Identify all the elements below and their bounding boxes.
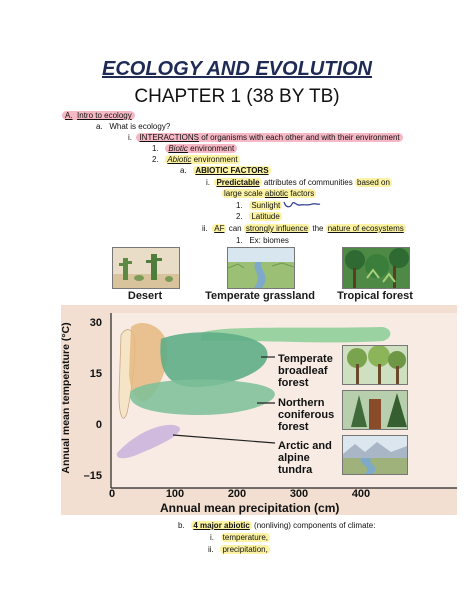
temperate-grassland-illustration — [227, 247, 295, 289]
outline-s2: 2. Latitude — [236, 212, 282, 222]
outline-i-hl2: environment — [355, 133, 400, 142]
outline-pi-line2: large scale abiotic factors — [222, 189, 317, 199]
outline-s2-num: 2. — [236, 212, 243, 221]
outline-b-num: b. — [178, 521, 185, 530]
ytick-0: 0 — [95, 419, 102, 431]
xtick-400: 400 — [351, 488, 371, 500]
label-northern-coniferous-line3: forest — [278, 421, 309, 433]
biome-tundra-region — [116, 424, 180, 459]
outline-pii-num: ii. — [202, 224, 208, 233]
outline-pi-hl: based on — [355, 178, 392, 187]
outline-f2-num: ii. — [208, 545, 214, 554]
outline-pii-hl1: strongly influence — [243, 224, 311, 233]
outline-pii-kw: AF — [212, 224, 227, 233]
outline-a: A. Intro to ecology — [62, 111, 135, 121]
outline-pii-rest1: can — [228, 224, 242, 233]
outline-na-text: ABIOTIC FACTORS — [193, 166, 271, 175]
outline-pii: ii. AF can strongly influence the nature… — [202, 224, 406, 234]
outline-n1: 1. Biotic environment — [152, 144, 238, 154]
outline-n2-kw: Abiotic — [167, 155, 192, 164]
outline-i-num: i. — [128, 133, 132, 142]
xtick-200: 200 — [227, 488, 247, 500]
label-temperate-broadleaf-line2: broadleaf — [278, 365, 328, 377]
outline-pii-rest2: the — [312, 224, 324, 233]
outline-pii1-text: Ex: biomes — [249, 236, 289, 245]
outline-pii-hl2: nature of ecosystems — [325, 224, 406, 233]
outline-i-kw: INTERACTIONS — [139, 133, 200, 142]
y-axis-label: Annual mean temperature (°C) — [60, 322, 72, 474]
label-northern-coniferous-line2: coniferous — [278, 409, 335, 421]
outline-f1: i. temperature, — [210, 533, 271, 543]
outline-pi-line2a: large scale — [224, 189, 263, 198]
outline-a-text: Intro to ecology — [77, 111, 132, 120]
biome-grassland-region — [129, 323, 168, 402]
outline-i-hl1: each other — [265, 133, 304, 142]
coniferous-forest-illustration — [342, 390, 408, 430]
outline-a-label: A. — [65, 111, 73, 120]
outline-i: i. INTERACTIONS of organisms with each o… — [128, 133, 403, 143]
outline-na: a. ABIOTIC FACTORS — [180, 166, 271, 176]
outline-a1-num: a. — [96, 122, 103, 131]
handwritten-scribble-icon — [283, 201, 321, 208]
outline-pi-rest: attributes of communities — [263, 178, 353, 187]
xtick-0: 0 — [108, 488, 116, 500]
label-temperate-broadleaf-line1: Temperate — [278, 353, 333, 365]
panel-caption-tropical: Tropical forest — [337, 290, 413, 302]
outline-b-kw: 4 major abiotic — [191, 521, 252, 530]
outline-pi-line2b: abiotic — [264, 189, 289, 198]
outline-f2: ii. precipitation, — [208, 545, 270, 555]
label-temperate-broadleaf: Temperate broadleaf forest — [278, 353, 333, 389]
xtick-300: 300 — [289, 488, 309, 500]
tropical-forest-illustration — [342, 247, 410, 289]
outline-pii1-num: 1. — [236, 236, 243, 245]
outline-pi: i. Predictable attributes of communities… — [206, 178, 392, 188]
outline-n2-rest: environment — [193, 155, 238, 164]
biome-broadleaf-region — [160, 332, 268, 388]
outline-f1-text: temperature, — [220, 533, 271, 542]
ytick-15: 15 — [89, 368, 102, 380]
x-axis-label: Annual mean precipitation (cm) — [160, 501, 340, 515]
broadleaf-forest-illustration — [342, 345, 408, 385]
outline-i-rest1: of organisms with — [201, 133, 264, 142]
biome-coniferous-region — [129, 379, 275, 415]
panel-caption-grassland: Temperate grassland — [205, 290, 315, 302]
label-arctic-alpine-line1: Arctic and — [278, 440, 332, 452]
chapter-heading: CHAPTER 1 (38 BY TB) — [134, 86, 340, 107]
outline-n1-rest: environment — [190, 144, 235, 153]
tundra-illustration — [342, 435, 408, 475]
outline-f2-text: precipitation, — [220, 545, 270, 554]
outline-a1: a. What is ecology? — [96, 122, 170, 132]
outline-n1-num: 1. — [152, 144, 159, 153]
outline-pi-num: i. — [206, 178, 210, 187]
outline-b: b. 4 major abiotic (nonliving) component… — [178, 521, 375, 531]
ytick-minus15: –15 — [83, 470, 102, 482]
document-title: ECOLOGY AND EVOLUTION — [101, 58, 373, 80]
outline-s1: 1. Sunlight — [236, 201, 283, 211]
label-arctic-alpine: Arctic and alpine tundra — [278, 440, 332, 476]
label-arctic-alpine-line3: tundra — [278, 464, 313, 476]
label-northern-coniferous: Northern coniferous forest — [278, 397, 334, 433]
outline-n2: 2. Abiotic environment — [152, 155, 240, 165]
label-arctic-alpine-line2: alpine — [278, 452, 310, 464]
outline-pi-kw: Predictable — [214, 178, 262, 187]
outline-s2-text: Latitude — [249, 212, 282, 221]
panel-caption-desert: Desert — [127, 290, 163, 302]
outline-i-rest2: and with their — [305, 133, 354, 142]
outline-na-num: a. — [180, 166, 187, 175]
outline-s1-text: Sunlight — [249, 201, 283, 210]
label-northern-coniferous-line1: Northern — [278, 397, 325, 409]
outline-pii1: 1. Ex: biomes — [236, 236, 289, 246]
outline-n2-num: 2. — [152, 155, 159, 164]
ytick-30: 30 — [89, 317, 102, 329]
xtick-100: 100 — [165, 488, 185, 500]
label-temperate-broadleaf-line3: forest — [278, 377, 309, 389]
outline-a1-text: What is ecology? — [109, 122, 171, 131]
outline-b-rest: (nonliving) components of climate: — [254, 521, 376, 530]
outline-pi-line2c: factors — [290, 189, 315, 198]
outline-f1-num: i. — [210, 533, 214, 542]
desert-illustration — [112, 247, 180, 289]
outline-n1-kw: Biotic — [168, 144, 188, 153]
outline-s1-num: 1. — [236, 201, 243, 210]
